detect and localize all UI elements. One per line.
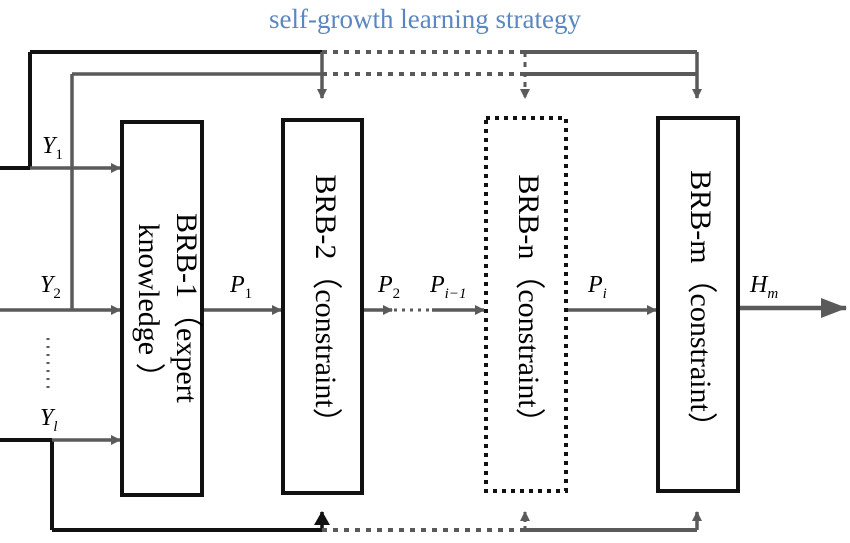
diagram-title: self-growth learning strategy (269, 4, 581, 34)
block-brb-2-label: BRB-2（constraint） (309, 174, 342, 437)
block-brb-1-label-line2: knowledge ） (132, 223, 165, 392)
block-brb-m: BRB-m（constraint） (656, 116, 740, 493)
input-lines (0, 163, 121, 445)
block-brb-1-label-line1: BRB-1（expert (170, 213, 203, 404)
label-y1: Y1 (42, 133, 63, 163)
top-feedback-lines (28, 50, 702, 310)
block-brb-1: BRB-1（expert knowledge ） (120, 120, 204, 497)
label-yl: Yl (40, 405, 58, 435)
label-pi: Pi (587, 272, 607, 302)
block-brb-n-label: BRB-n（constraint） (512, 174, 545, 437)
label-hm: Hm (749, 272, 778, 302)
chain-lines (202, 298, 847, 318)
bottom-feedback-lines (50, 440, 702, 532)
label-p2: P2 (377, 272, 400, 302)
label-p1: P1 (229, 272, 252, 302)
block-brb-2: BRB-2（constraint） (281, 118, 364, 495)
block-brb-m-label: BRB-m（constraint） (684, 170, 717, 442)
label-p-i-minus-1: Pi−1 (429, 272, 466, 302)
label-y2: Y2 (40, 272, 61, 302)
block-brb-n: BRB-n（constraint） (484, 116, 568, 493)
